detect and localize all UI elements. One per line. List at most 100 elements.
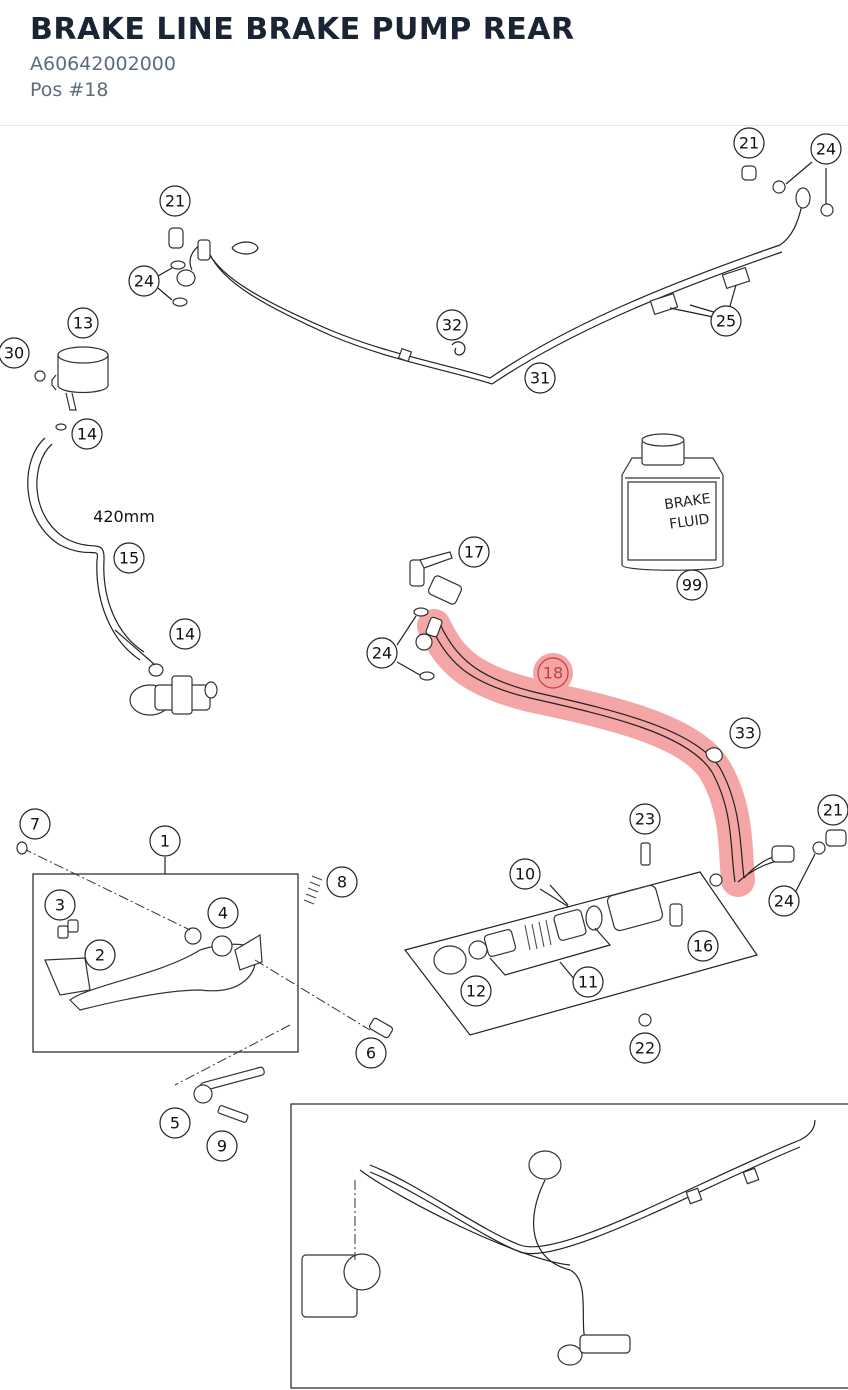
callout-label: 10	[515, 865, 535, 884]
callout-label: 31	[530, 369, 550, 388]
callout-label: 6	[366, 1044, 376, 1063]
callout-8[interactable]: 8	[326, 866, 358, 898]
callout-label: 24	[372, 644, 392, 663]
pin-5[interactable]	[193, 1066, 265, 1104]
callout-label: 5	[170, 1114, 180, 1133]
callout-23[interactable]: 23	[629, 803, 661, 835]
master-cylinder-kit-10[interactable]	[403, 871, 758, 1036]
callout-22[interactable]: 22	[629, 1032, 661, 1064]
washers-24-middle[interactable]	[396, 607, 435, 681]
callout-99[interactable]: 99	[676, 569, 708, 601]
callout-3[interactable]: 3	[44, 889, 76, 921]
clamp-14-bottom[interactable]	[148, 663, 164, 677]
clip-32[interactable]	[451, 341, 466, 356]
callout-18[interactable]: 18	[537, 657, 569, 689]
callout-label: 3	[55, 896, 65, 915]
spring-8[interactable]	[303, 875, 323, 905]
callout-label: 22	[635, 1039, 655, 1058]
callout-label: 12	[466, 982, 486, 1001]
brake-line-18-highlight[interactable]	[417, 609, 755, 897]
callout-12[interactable]: 12	[460, 975, 492, 1007]
callout-31[interactable]: 31	[524, 362, 556, 394]
callout-24-top-right[interactable]: 24	[810, 133, 842, 165]
callout-2[interactable]: 2	[84, 939, 116, 971]
callout-label: 17	[464, 543, 484, 562]
callout-24-middle[interactable]: 24	[366, 637, 398, 669]
callout-label: 33	[735, 724, 755, 743]
master-cylinder-left	[129, 675, 218, 716]
callout-11[interactable]: 11	[572, 966, 604, 998]
callout-label: 24	[774, 892, 794, 911]
banjo-bolt-21-top-right[interactable]	[741, 161, 834, 217]
callout-10[interactable]: 10	[509, 858, 541, 890]
callout-label: 24	[816, 140, 836, 159]
position-label: Pos #18	[30, 79, 109, 101]
callout-label: 15	[119, 549, 139, 568]
nut-22[interactable]	[638, 1013, 652, 1027]
callout-label: 16	[693, 937, 713, 956]
hose-15[interactable]	[27, 437, 145, 661]
callout-24-top-left[interactable]: 24	[128, 265, 160, 297]
hose-length-label: 420mm	[93, 507, 155, 526]
callout-label: 1	[160, 832, 170, 851]
callout-label: 21	[165, 192, 185, 211]
callout-21-right[interactable]: 21	[817, 794, 848, 826]
callout-label: 13	[73, 314, 93, 333]
screw-9[interactable]	[217, 1105, 249, 1123]
callout-13[interactable]: 13	[67, 307, 99, 339]
bolt-6[interactable]	[368, 1017, 394, 1039]
callout-9[interactable]: 9	[206, 1130, 238, 1162]
callout-label: 14	[77, 425, 97, 444]
reservoir-13[interactable]	[34, 346, 109, 411]
callout-17[interactable]: 17	[458, 536, 490, 568]
clip-33[interactable]	[705, 747, 723, 763]
callout-15[interactable]: 15	[113, 542, 145, 574]
callout-5[interactable]: 5	[159, 1107, 191, 1139]
callout-4[interactable]: 4	[207, 897, 239, 929]
callout-25[interactable]: 25	[710, 305, 742, 337]
page-title: BRAKE LINE BRAKE PUMP REAR	[30, 12, 575, 47]
brake-fluid-can-99[interactable]: BRAKE FLUID	[621, 433, 724, 571]
callout-6[interactable]: 6	[355, 1037, 387, 1069]
callout-label: 14	[175, 625, 195, 644]
callout-label: 9	[217, 1137, 227, 1156]
brake-light-switch-17[interactable]	[409, 551, 463, 651]
callout-14-top[interactable]: 14	[71, 418, 103, 450]
callout-label: 7	[30, 815, 40, 834]
callout-label: 24	[134, 272, 154, 291]
callout-label: 23	[635, 810, 655, 829]
callout-7[interactable]: 7	[19, 808, 51, 840]
callout-30[interactable]: 30	[0, 337, 30, 369]
overview-inset	[290, 1103, 848, 1389]
callout-label: 21	[823, 801, 843, 820]
washer-7[interactable]	[16, 841, 28, 855]
banjo-bolt-21-top-left[interactable]	[157, 227, 196, 307]
screw-23[interactable]	[640, 842, 651, 866]
page-header: BRAKE LINE BRAKE PUMP REAR A60642002000 …	[0, 0, 848, 126]
callout-32[interactable]: 32	[436, 309, 468, 341]
callout-14-bottom[interactable]: 14	[169, 618, 201, 650]
callout-21-top-left[interactable]: 21	[159, 185, 191, 217]
callout-21-top-right[interactable]: 21	[733, 127, 765, 159]
callout-label: 2	[95, 946, 105, 965]
banjo-bolt-21-right[interactable]	[709, 829, 847, 894]
brake-line-18[interactable]	[425, 616, 795, 883]
callout-label: 11	[578, 973, 598, 992]
can-label-line1: BRAKE	[663, 491, 711, 513]
can-label-line2: FLUID	[668, 511, 710, 532]
part-number: A60642002000	[30, 53, 176, 75]
brake-line-31[interactable]	[189, 187, 811, 385]
callout-33[interactable]: 33	[729, 717, 761, 749]
callout-label: 18	[543, 664, 563, 683]
callout-label: 21	[739, 134, 759, 153]
callout-label: 30	[4, 344, 24, 363]
callout-label: 8	[337, 873, 347, 892]
callout-16[interactable]: 16	[687, 930, 719, 962]
clips-25[interactable]	[649, 266, 751, 319]
clamp-14-top[interactable]	[55, 423, 67, 431]
callout-1[interactable]: 1	[149, 825, 181, 857]
callout-24-right[interactable]: 24	[768, 885, 800, 917]
brake-pedal-group-1[interactable]	[21, 847, 371, 1086]
callout-label: 99	[682, 576, 702, 595]
